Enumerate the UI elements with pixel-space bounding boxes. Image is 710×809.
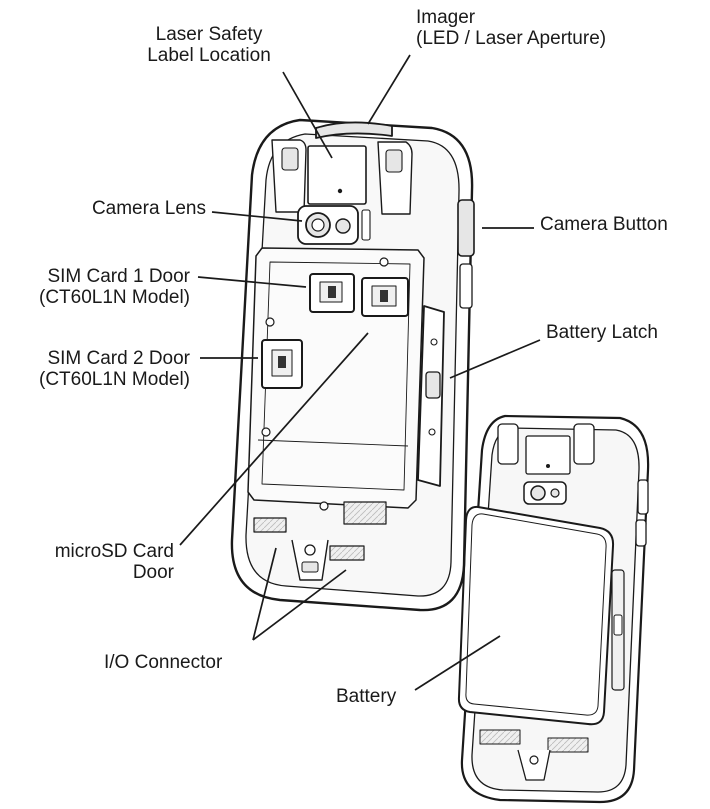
leader-camera-lens <box>211 211 303 222</box>
camera-lens-callout: Camera Lens <box>91 198 206 219</box>
leader-imager <box>367 54 411 125</box>
leader-lines <box>179 54 541 691</box>
leader-sim-1 <box>197 276 307 288</box>
microsd-card-door-callout: microSD Card Door <box>54 541 174 583</box>
leader-io-2 <box>252 569 347 641</box>
leader-laser-safety <box>282 71 333 159</box>
laser-safety-label-area <box>307 145 367 205</box>
camera-button-callout: Camera Button <box>540 214 668 235</box>
io-connector-callout: I/O Connector <box>104 652 223 673</box>
leader-battery <box>414 635 501 691</box>
camera-button-shape <box>457 199 475 257</box>
device-with-battery <box>457 414 650 804</box>
io-connector-shape <box>253 517 365 581</box>
leader-battery-latch <box>449 339 541 379</box>
battery-callout: Battery <box>336 686 397 707</box>
battery-pack <box>457 505 615 726</box>
sim-card-2-door-callout: SIM Card 2 Door (CT60L1N Model) <box>39 348 190 390</box>
leader-microsd <box>179 332 369 546</box>
imager-callout: Imager (LED / Laser Aperture) <box>416 7 607 49</box>
battery-latch-callout: Battery Latch <box>546 322 658 343</box>
sim-card-1-door-callout: SIM Card 1 Door (CT60L1N Model) <box>39 266 190 308</box>
laser-safety-label-callout: Laser Safety Label Location <box>147 24 271 66</box>
device-back <box>230 118 475 612</box>
leader-io-1 <box>252 547 277 641</box>
